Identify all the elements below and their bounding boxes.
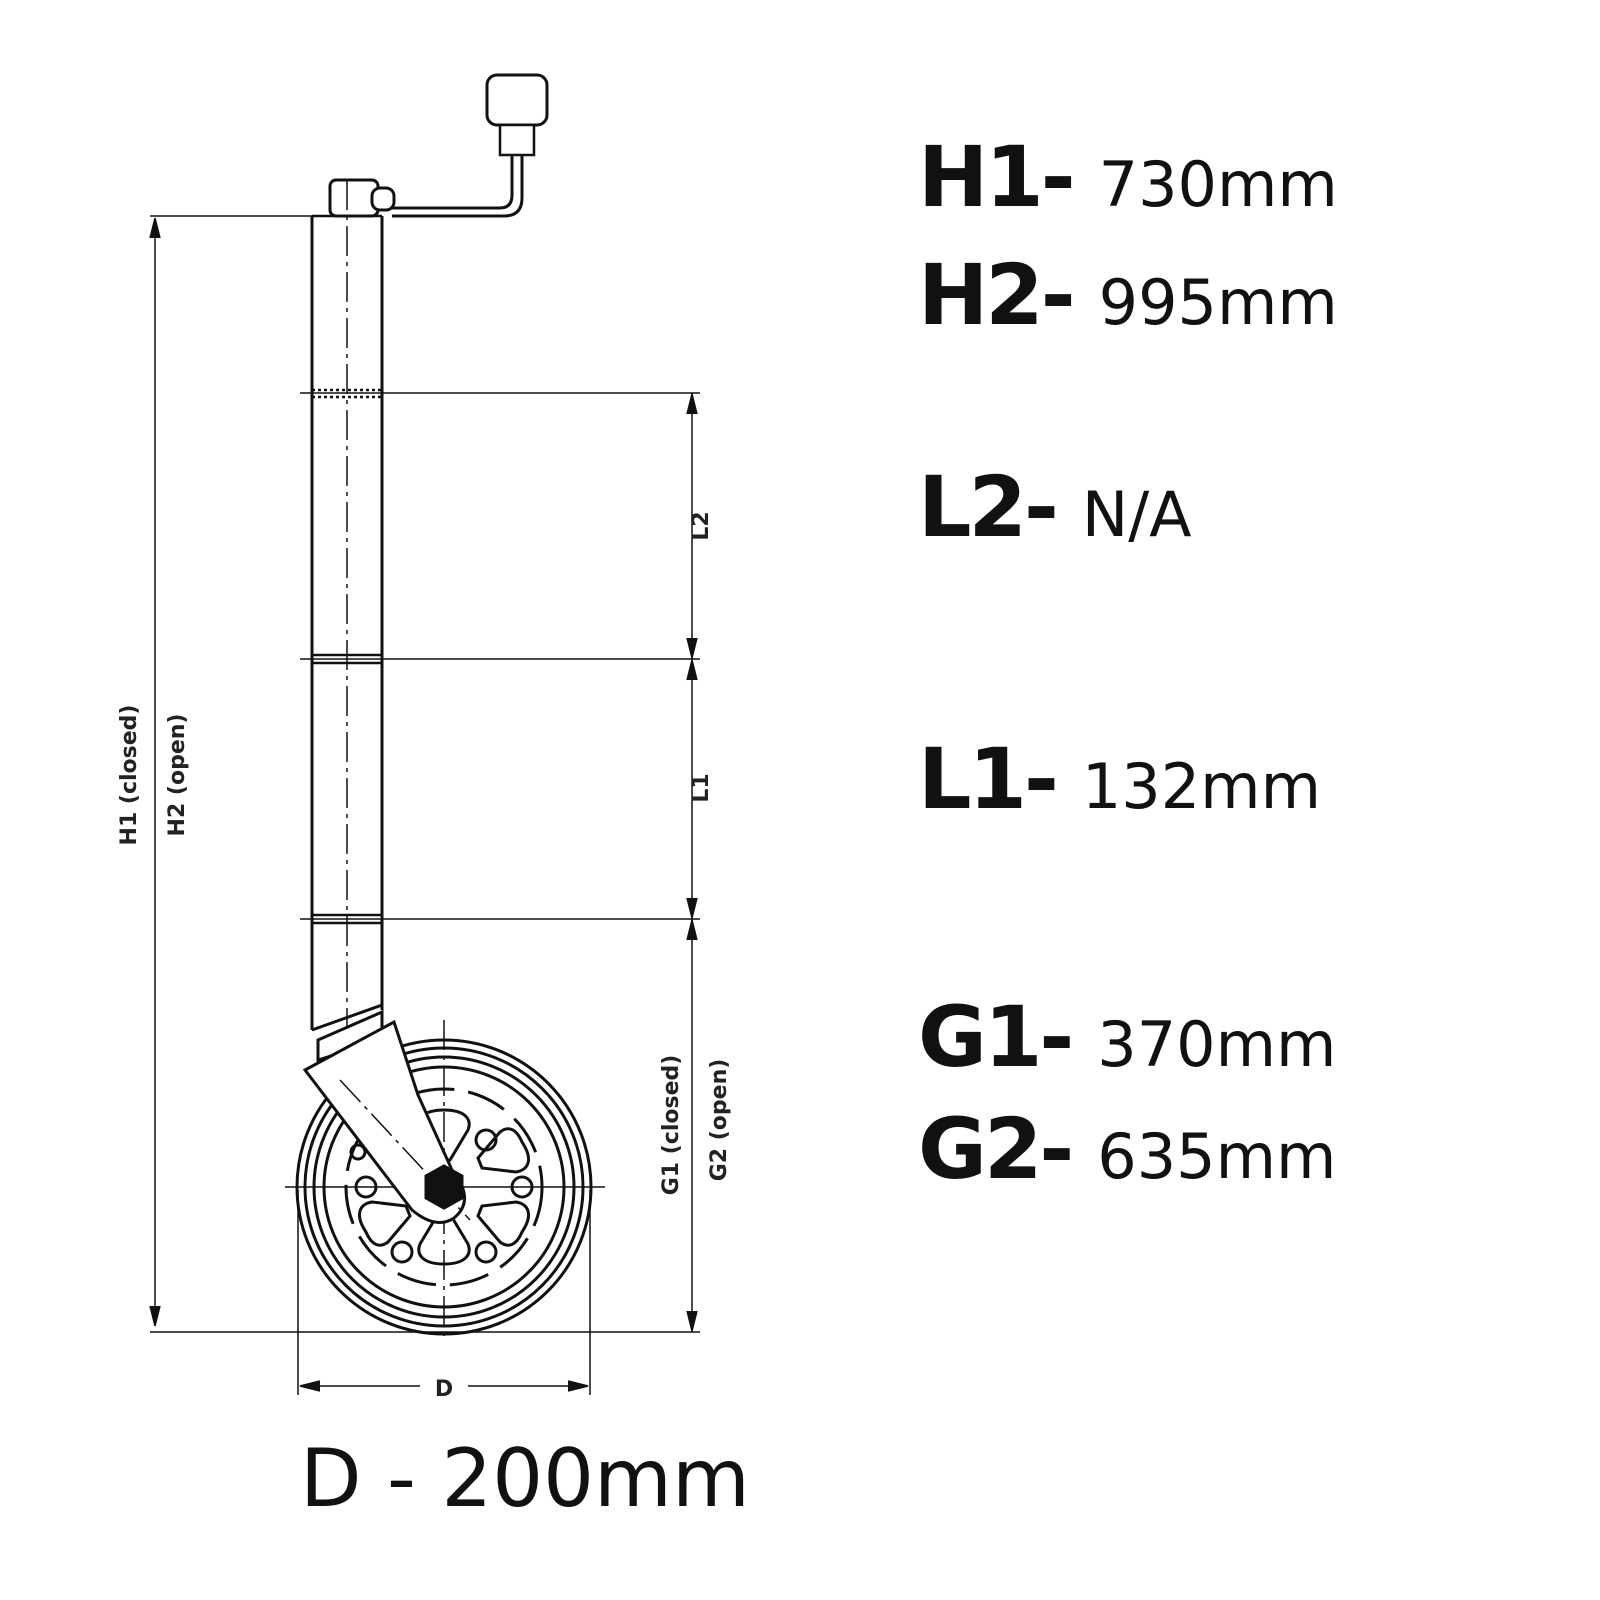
spec-value: 132mm [1081,750,1321,823]
dimension-lines [149,215,700,1395]
spec-l2: L2- N/A [918,458,1192,556]
spec-key: G2- [918,1100,1074,1198]
spec-key: H1- [918,128,1076,226]
diameter-caption: D - 200mm [300,1432,750,1525]
wheel-fork [302,1009,471,1224]
wheel [285,1020,605,1340]
spec-key: H2- [918,246,1076,344]
h1-label: H1 (closed) [117,705,142,846]
spec-value: 995mm [1098,266,1338,339]
spec-value: 635mm [1097,1120,1337,1193]
crank-handle [328,73,549,218]
spec-value: 370mm [1097,1008,1337,1081]
d-label: D [435,1377,453,1402]
spec-key: G1- [918,988,1074,1086]
spec-value: 730mm [1098,148,1338,221]
h2-label: H2 (open) [165,714,190,837]
spec-key: L2- [918,458,1059,556]
spec-l1: L1- 132mm [918,730,1321,828]
spec-value: N/A [1081,478,1192,551]
jack-tube [310,180,384,1080]
l1-label: L1 [689,773,714,802]
spec-g2: G2- 635mm [918,1100,1336,1198]
g2-label: G2 (open) [707,1059,732,1182]
l2-label: L2 [689,511,714,540]
spec-h2: H2- 995mm [918,246,1338,344]
spec-g1: G1- 370mm [918,988,1336,1086]
spec-h1: H1- 730mm [918,128,1338,226]
g1-label: G1 (closed) [659,1055,684,1196]
spec-key: L1- [918,730,1059,828]
